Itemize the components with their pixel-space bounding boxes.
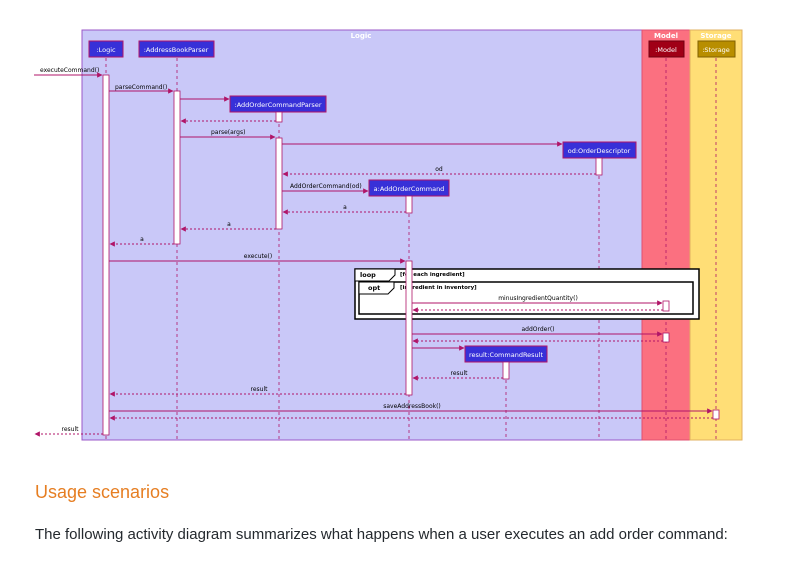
opt-fragment-tab: [358, 281, 395, 295]
logic-activation: [102, 74, 110, 436]
model-participant-box: [648, 40, 685, 58]
add-order-parser-label: :AddOrderCommandParser: [235, 101, 322, 109]
execute-label: execute(): [244, 253, 272, 260]
add-order-command-activation-1: [405, 195, 413, 214]
order-descriptor-activation: [595, 157, 603, 176]
model-activation-2: [662, 332, 670, 343]
command-result-label: result:CommandResult: [469, 351, 544, 359]
add-order-command-activation-2: [405, 260, 413, 396]
logic-participant-label: :Logic: [96, 46, 116, 54]
a-return-label-3: a: [140, 236, 144, 243]
parser-participant-label: :AddressBookParser: [144, 46, 209, 54]
opt-keyword: opt: [368, 284, 380, 292]
loop-guard: [for each ingredient]: [400, 272, 465, 278]
logic-participant-box: [88, 40, 124, 58]
command-result-activation: [502, 361, 510, 380]
storage-activation: [712, 409, 720, 420]
result-return-label-1: result: [451, 370, 469, 377]
add-order-command-ctor-label: AddOrderCommand(od): [290, 183, 362, 190]
logic-lane-title: Logic: [351, 32, 372, 40]
add-order-command-label: a:AddOrderCommand: [374, 185, 445, 193]
parser-activation: [173, 90, 181, 245]
parser-participant-box: [138, 40, 215, 58]
logic-lane: [81, 29, 643, 441]
a-return-label-1: a: [343, 204, 347, 211]
add-order-label: addOrder(): [521, 326, 554, 333]
section-paragraph: The following activity diagram summarize…: [35, 526, 728, 543]
storage-participant-label: :Storage: [702, 46, 730, 54]
loop-keyword: loop: [360, 271, 376, 279]
section-heading: Usage scenarios: [35, 482, 170, 502]
order-descriptor-label: od:OrderDescriptor: [568, 147, 631, 155]
a-return-label-2: a: [227, 221, 231, 228]
parse-command-label: parseCommand(): [115, 84, 167, 91]
minus-quantity-label: minusIngredientQuantity(): [498, 295, 578, 302]
parse-args-label: parse(args): [211, 129, 245, 136]
result-return-label-2: result: [251, 386, 269, 393]
execute-command-label: executeCommand(): [40, 67, 99, 74]
model-lane-title: Model: [654, 32, 678, 40]
storage-lane-title: Storage: [700, 32, 731, 40]
storage-participant-box: [697, 40, 736, 58]
model-activation-1: [662, 300, 670, 312]
sequence-diagram: Logic Model Storage :Logic :AddressBookP…: [34, 29, 743, 441]
result-return-label-3: result: [62, 426, 80, 433]
save-address-book-label: saveAddressBook(): [383, 403, 441, 410]
add-order-parser-activation-1: [275, 111, 283, 123]
opt-guard: [ingredient in inventory]: [400, 285, 477, 291]
loop-fragment-tab: [354, 268, 396, 282]
add-order-parser-activation-2: [275, 137, 283, 230]
od-return-label: od: [435, 166, 443, 173]
model-participant-label: :Model: [655, 46, 677, 54]
